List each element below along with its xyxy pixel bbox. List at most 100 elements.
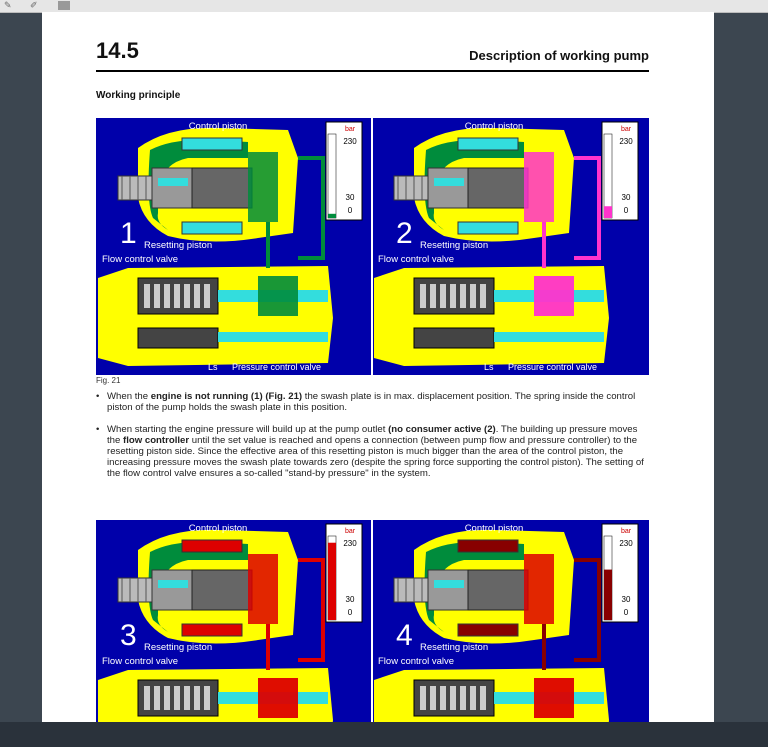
spring-coil bbox=[154, 686, 160, 710]
spring-coil bbox=[144, 686, 150, 710]
gauge-min: 0 bbox=[348, 206, 353, 215]
resetting-piston bbox=[457, 221, 519, 235]
spring-coil bbox=[184, 284, 190, 308]
gauge-unit: bar bbox=[621, 528, 632, 535]
spring-coil bbox=[194, 686, 200, 710]
gauge-min: 0 bbox=[624, 608, 629, 617]
piston-block bbox=[467, 167, 529, 209]
text-run: until the set value is reached and opens… bbox=[107, 435, 644, 479]
port-channel bbox=[524, 152, 554, 222]
spring-coil bbox=[144, 284, 150, 308]
pressure-valve-chamber bbox=[137, 327, 219, 349]
label-resetting-piston: Resetting piston bbox=[420, 642, 488, 653]
label-resetting-piston: Resetting piston bbox=[144, 240, 212, 251]
label-resetting-piston: Resetting piston bbox=[420, 240, 488, 251]
gauge-min: 0 bbox=[624, 206, 629, 215]
gauge-mid: 30 bbox=[346, 193, 355, 202]
hydraulic-line bbox=[266, 156, 325, 268]
spring-coil bbox=[480, 284, 486, 308]
section-title: Description of working pump bbox=[469, 48, 649, 63]
bold-text: flow controller bbox=[123, 435, 190, 446]
spring-coil bbox=[194, 284, 200, 308]
label-ls: Ls bbox=[208, 362, 218, 372]
bullet-text: When starting the engine pressure will b… bbox=[107, 424, 652, 479]
spring-coil bbox=[420, 284, 426, 308]
cylinder-block bbox=[151, 569, 193, 611]
resetting-piston bbox=[181, 221, 243, 235]
bullet-dot: • bbox=[96, 424, 100, 435]
taskbar bbox=[0, 722, 768, 747]
control-piston bbox=[457, 539, 519, 553]
piston-block bbox=[191, 569, 253, 611]
label-pressure-control-valve: Pressure control valve bbox=[508, 362, 597, 372]
panel-number: 1 bbox=[120, 217, 137, 250]
inner-channel bbox=[434, 580, 464, 588]
bullet-item: • When starting the engine pressure will… bbox=[96, 424, 652, 479]
inner-channel bbox=[158, 580, 188, 588]
spring-coil bbox=[174, 686, 180, 710]
label-flow-control-valve: Flow control valve bbox=[102, 656, 178, 667]
label-flow-control-valve: Flow control valve bbox=[378, 254, 454, 265]
spring-coil bbox=[174, 284, 180, 308]
text-run: When starting the engine pressure will b… bbox=[107, 424, 389, 435]
spring-coil bbox=[154, 284, 160, 308]
spring-coil bbox=[440, 284, 446, 308]
valve-chamber bbox=[258, 276, 298, 316]
port-channel bbox=[248, 152, 278, 222]
panel-number: 2 bbox=[396, 217, 413, 250]
pump-body-left bbox=[148, 139, 248, 230]
port-channel bbox=[248, 554, 278, 624]
gauge-max: 230 bbox=[343, 539, 357, 548]
gauge-unit: bar bbox=[621, 126, 632, 133]
inner-channel bbox=[434, 178, 464, 186]
gauge-unit: bar bbox=[345, 126, 356, 133]
bullet-text: When the engine is not running (1) (Fig.… bbox=[107, 391, 652, 413]
spring-coil bbox=[164, 284, 170, 308]
inner-channel bbox=[158, 178, 188, 186]
spring-coil bbox=[450, 686, 456, 710]
spring-coil bbox=[470, 284, 476, 308]
gauge-fill bbox=[604, 206, 612, 218]
label-control-piston: Control piston bbox=[465, 523, 524, 534]
spring-coil bbox=[204, 284, 210, 308]
text-run: When the bbox=[107, 391, 151, 402]
section-number: 14.5 bbox=[96, 38, 139, 63]
bullet-item: • When the engine is not running (1) (Fi… bbox=[96, 391, 652, 413]
gauge-fill bbox=[604, 569, 612, 620]
spring-coil bbox=[204, 686, 210, 710]
bold-text: engine is not running (1) (Fig. 21) bbox=[150, 391, 303, 402]
label-ls: Ls bbox=[484, 362, 494, 372]
cylinder-block bbox=[151, 167, 193, 209]
pressure-spool bbox=[218, 332, 328, 342]
spring-coil bbox=[430, 284, 436, 308]
control-piston bbox=[181, 539, 243, 553]
pressure-spool bbox=[494, 332, 604, 342]
valve-chamber bbox=[534, 678, 574, 718]
control-piston bbox=[457, 137, 519, 151]
figure-caption: Fig. 21 bbox=[96, 376, 121, 385]
label-pressure-control-valve: Pressure control valve bbox=[232, 362, 321, 372]
gauge-mid: 30 bbox=[622, 595, 631, 604]
document-page: 14.5 Description of working pump Working… bbox=[42, 12, 714, 722]
highlighter-icon[interactable]: ✐ bbox=[30, 0, 38, 10]
gauge-tube bbox=[603, 133, 613, 219]
pen-icon[interactable]: ✎ bbox=[4, 0, 12, 10]
label-control-piston: Control piston bbox=[189, 121, 248, 132]
gauge-min: 0 bbox=[348, 608, 353, 617]
hydraulic-line bbox=[266, 558, 325, 670]
panel-number: 3 bbox=[120, 619, 137, 652]
port-channel bbox=[524, 554, 554, 624]
spring-coil bbox=[460, 686, 466, 710]
control-piston bbox=[181, 137, 243, 151]
bullet-dot: • bbox=[96, 391, 100, 402]
view-icon[interactable] bbox=[58, 1, 70, 10]
gauge-fill bbox=[328, 542, 336, 620]
shaft bbox=[393, 175, 429, 201]
text-run: . The building up pressure moves the bbox=[107, 424, 638, 446]
